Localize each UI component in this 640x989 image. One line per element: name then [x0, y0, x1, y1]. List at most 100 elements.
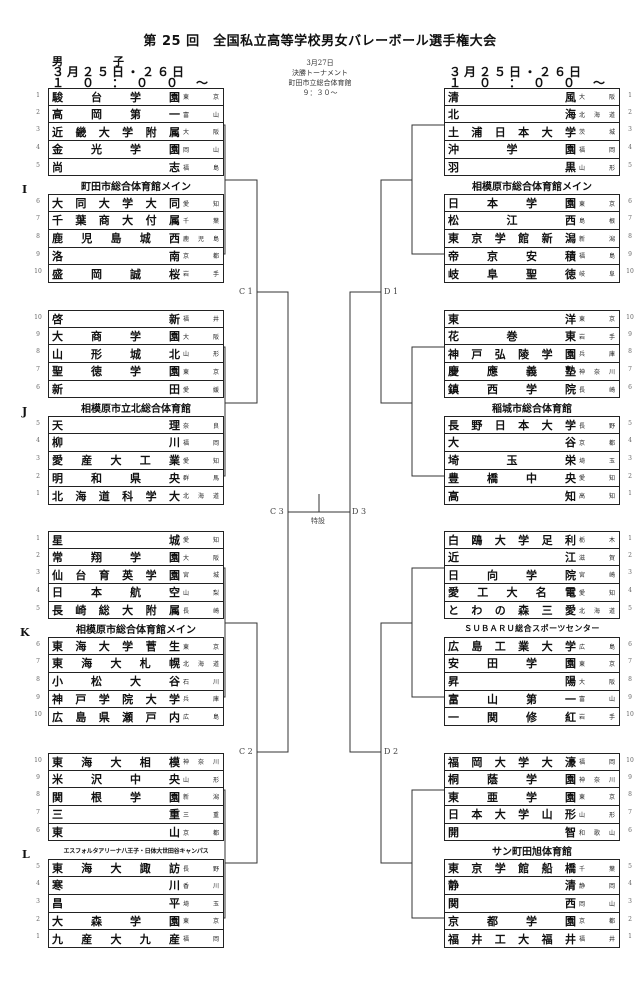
prefecture-char: 東 — [579, 200, 586, 208]
group-label-k: K — [20, 626, 30, 639]
team-name: 白鴎大学足利 — [445, 532, 579, 548]
team-name-char: 鴎 — [471, 533, 483, 547]
prefecture: 神奈川 — [579, 775, 619, 784]
left-header: 男子 ３月２５日・２６日 １ ０ ： ０ ０ 〜 — [52, 56, 211, 89]
team-name-char: 桐 — [448, 773, 459, 787]
team-name-char: 業 — [169, 454, 180, 468]
team-name-char: 京 — [471, 862, 483, 876]
team-name-char: 大 — [110, 657, 122, 671]
team-name: 星城 — [49, 532, 183, 548]
seed-number: 7 — [36, 366, 40, 374]
team-name-char: 台 — [91, 90, 102, 104]
prefecture-char: 栃 — [579, 537, 586, 545]
team-name-char: 航 — [130, 586, 141, 600]
team-name: 花巻東 — [445, 328, 579, 344]
team-name: 京都学園 — [445, 913, 579, 929]
team-name-char: 学 — [526, 773, 537, 787]
team-name-char: 相 — [139, 755, 151, 769]
seed-number: 8 — [36, 348, 40, 356]
team-name-char: 阜 — [487, 267, 498, 281]
prefecture: 和歌山 — [579, 828, 619, 837]
team-name-char: 愛 — [448, 586, 459, 600]
team-name: 開智 — [445, 824, 579, 840]
prefecture: 岐阜 — [579, 269, 619, 278]
prefecture-char: 玉 — [212, 900, 219, 908]
prefecture-char: 馬 — [212, 475, 219, 483]
team-name-char: 九 — [139, 932, 151, 946]
seed-number: 6 — [628, 641, 632, 649]
team-name-char: 東 — [52, 657, 63, 671]
bracket-line-j — [224, 291, 289, 512]
team-name: 鹿児島城西 — [49, 230, 183, 246]
prefecture: 愛知 — [579, 588, 619, 597]
team-name-char: 田 — [487, 657, 498, 671]
prefecture-char: 福 — [579, 253, 586, 261]
team-name-char: 関 — [487, 710, 498, 724]
team-name-char: 智 — [565, 826, 576, 840]
seed-number: 10 — [34, 268, 42, 276]
team-name-char: 学 — [518, 808, 530, 822]
prefecture-char: 知 — [212, 537, 219, 545]
team-name: 北海道科学大 — [49, 488, 183, 504]
team-name-char: 内 — [168, 710, 180, 724]
team-name-char: 園 — [565, 143, 576, 157]
team-name-char: 園 — [169, 330, 180, 344]
prefecture: 宮崎 — [579, 570, 619, 579]
prefecture: 福岡 — [579, 757, 619, 766]
seed-number: 4 — [628, 587, 632, 595]
seed-number: 2 — [36, 108, 40, 116]
team-name: 大谷 — [445, 434, 579, 450]
venue-label: エスフォルタアリーナ八王子・日体大世田谷キャンパス — [63, 847, 209, 855]
prefecture: 大阪 — [579, 677, 619, 686]
team-name-char: 園 — [169, 551, 180, 565]
prefecture: 三重 — [183, 810, 223, 819]
team-name-char: 関 — [448, 897, 459, 911]
seed-number: 5 — [36, 863, 40, 871]
team-name-char: 井 — [471, 932, 483, 946]
bracket-line-k — [224, 567, 258, 752]
team-name-char: 模 — [169, 755, 180, 769]
team-name: 富山第一 — [445, 691, 579, 707]
prefecture-char: 奈 — [183, 422, 190, 430]
prefecture-char: 広 — [183, 714, 190, 722]
team-name-char: 神 — [448, 347, 459, 361]
team-name-char: 黒 — [565, 161, 576, 175]
team-name-char: 井 — [564, 932, 576, 946]
team-name-char: 北 — [448, 108, 459, 122]
prefecture-char: 手 — [608, 714, 615, 722]
team-name: 駿台学園 — [49, 89, 183, 105]
prefecture-char: 葉 — [608, 865, 615, 873]
prefecture-char: 海 — [197, 493, 204, 501]
team-name-char: 京 — [448, 914, 459, 928]
team-name: 福岡大学大濠 — [445, 754, 579, 770]
prefecture-char: 東 — [579, 660, 586, 668]
team-name-char: 大 — [168, 489, 180, 503]
prefecture: 愛知 — [579, 473, 619, 482]
team-name-char: 園 — [168, 568, 180, 582]
prefecture: 京都 — [183, 251, 223, 260]
team-name: 北海 — [445, 106, 579, 122]
team-name-char: 積 — [565, 249, 576, 263]
seed-number: 8 — [628, 675, 632, 683]
team-name-char: 千 — [52, 214, 63, 228]
seed-number: 2 — [628, 915, 632, 923]
prefecture-char: 崎 — [212, 607, 219, 615]
team-name-char: 福 — [541, 932, 553, 946]
team-name-char: 大 — [52, 330, 63, 344]
prefecture-char: 福 — [579, 759, 586, 767]
prefecture-char: 京 — [608, 794, 615, 802]
team-name-char: 大 — [122, 604, 134, 618]
prefecture-char: 長 — [183, 607, 190, 615]
team-name-char: 大 — [110, 862, 122, 876]
team-name-char: 濠 — [564, 755, 576, 769]
